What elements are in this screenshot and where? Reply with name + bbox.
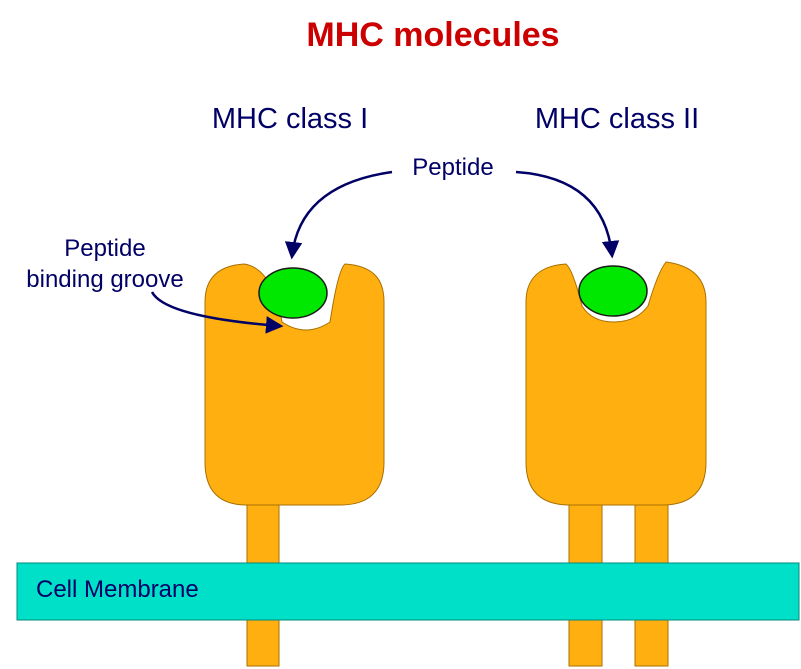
cell-membrane-label: Cell Membrane: [36, 576, 199, 603]
mhc-class-one-label: MHC class I: [212, 103, 368, 135]
class-two-protein-body: [525, 261, 707, 506]
arrow-to-binding-groove: [150, 291, 284, 334]
arrow-to-class-one-peptide: [284, 170, 393, 260]
cell-membrane: [16, 562, 800, 621]
groove-label-line2: binding groove: [26, 266, 183, 293]
mhc-class-two-label: MHC class II: [535, 103, 699, 135]
diagram-title: MHC molecules: [306, 16, 559, 54]
class-two-peptide: [578, 265, 648, 317]
arrow-to-class-two-peptide: [515, 170, 620, 259]
groove-label-line1: Peptide: [64, 235, 145, 262]
peptide-label: Peptide: [412, 154, 493, 181]
class-one-peptide: [258, 267, 328, 319]
